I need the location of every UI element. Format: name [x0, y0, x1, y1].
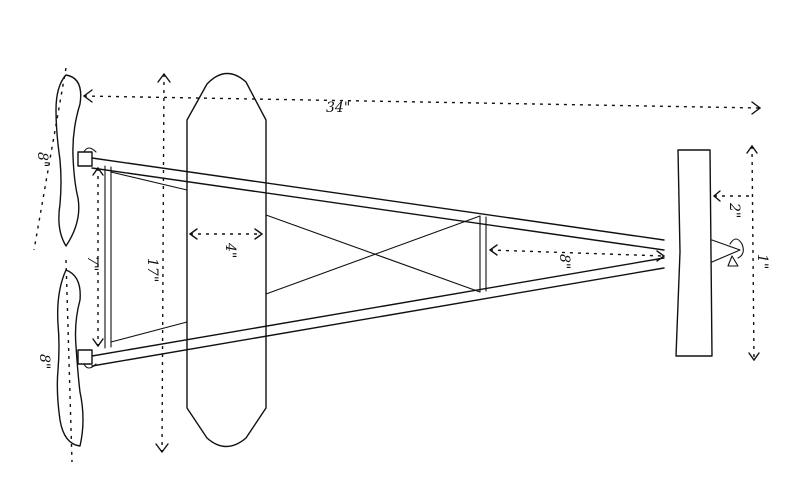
front-spacing-label: 7" [84, 256, 100, 271]
wing-length-label: 17" [144, 258, 160, 282]
propeller-bearing-left [77, 147, 97, 167]
dimension-elevator-depth: 2" [712, 190, 752, 218]
fuselage-frame [91, 157, 665, 367]
dimension-front-spacing: 7" [84, 166, 104, 348]
propeller-right-size-label: 8" [36, 354, 52, 369]
rear-hook-gap-label: 1" [754, 254, 770, 269]
propeller-right [56, 269, 84, 447]
frame-bay-label: 8" [556, 254, 572, 269]
dimension-span-total: 34" [82, 89, 762, 116]
propeller-bearing-right [77, 349, 97, 369]
main-wing [186, 72, 267, 448]
wing-chord-label: 4" [222, 242, 238, 258]
dimension-frame-bay: 8" [488, 244, 666, 269]
elevator [675, 149, 713, 357]
propeller-left-size-label: 8" [34, 152, 50, 167]
dimension-wing-chord: 4" [188, 228, 264, 258]
elevator-depth-label: 2" [726, 202, 742, 218]
span-total-label: 34" [326, 100, 350, 116]
rear-hook [711, 238, 744, 267]
dimension-elevator [746, 144, 760, 362]
dimension-wing-length: 17" [144, 72, 171, 454]
